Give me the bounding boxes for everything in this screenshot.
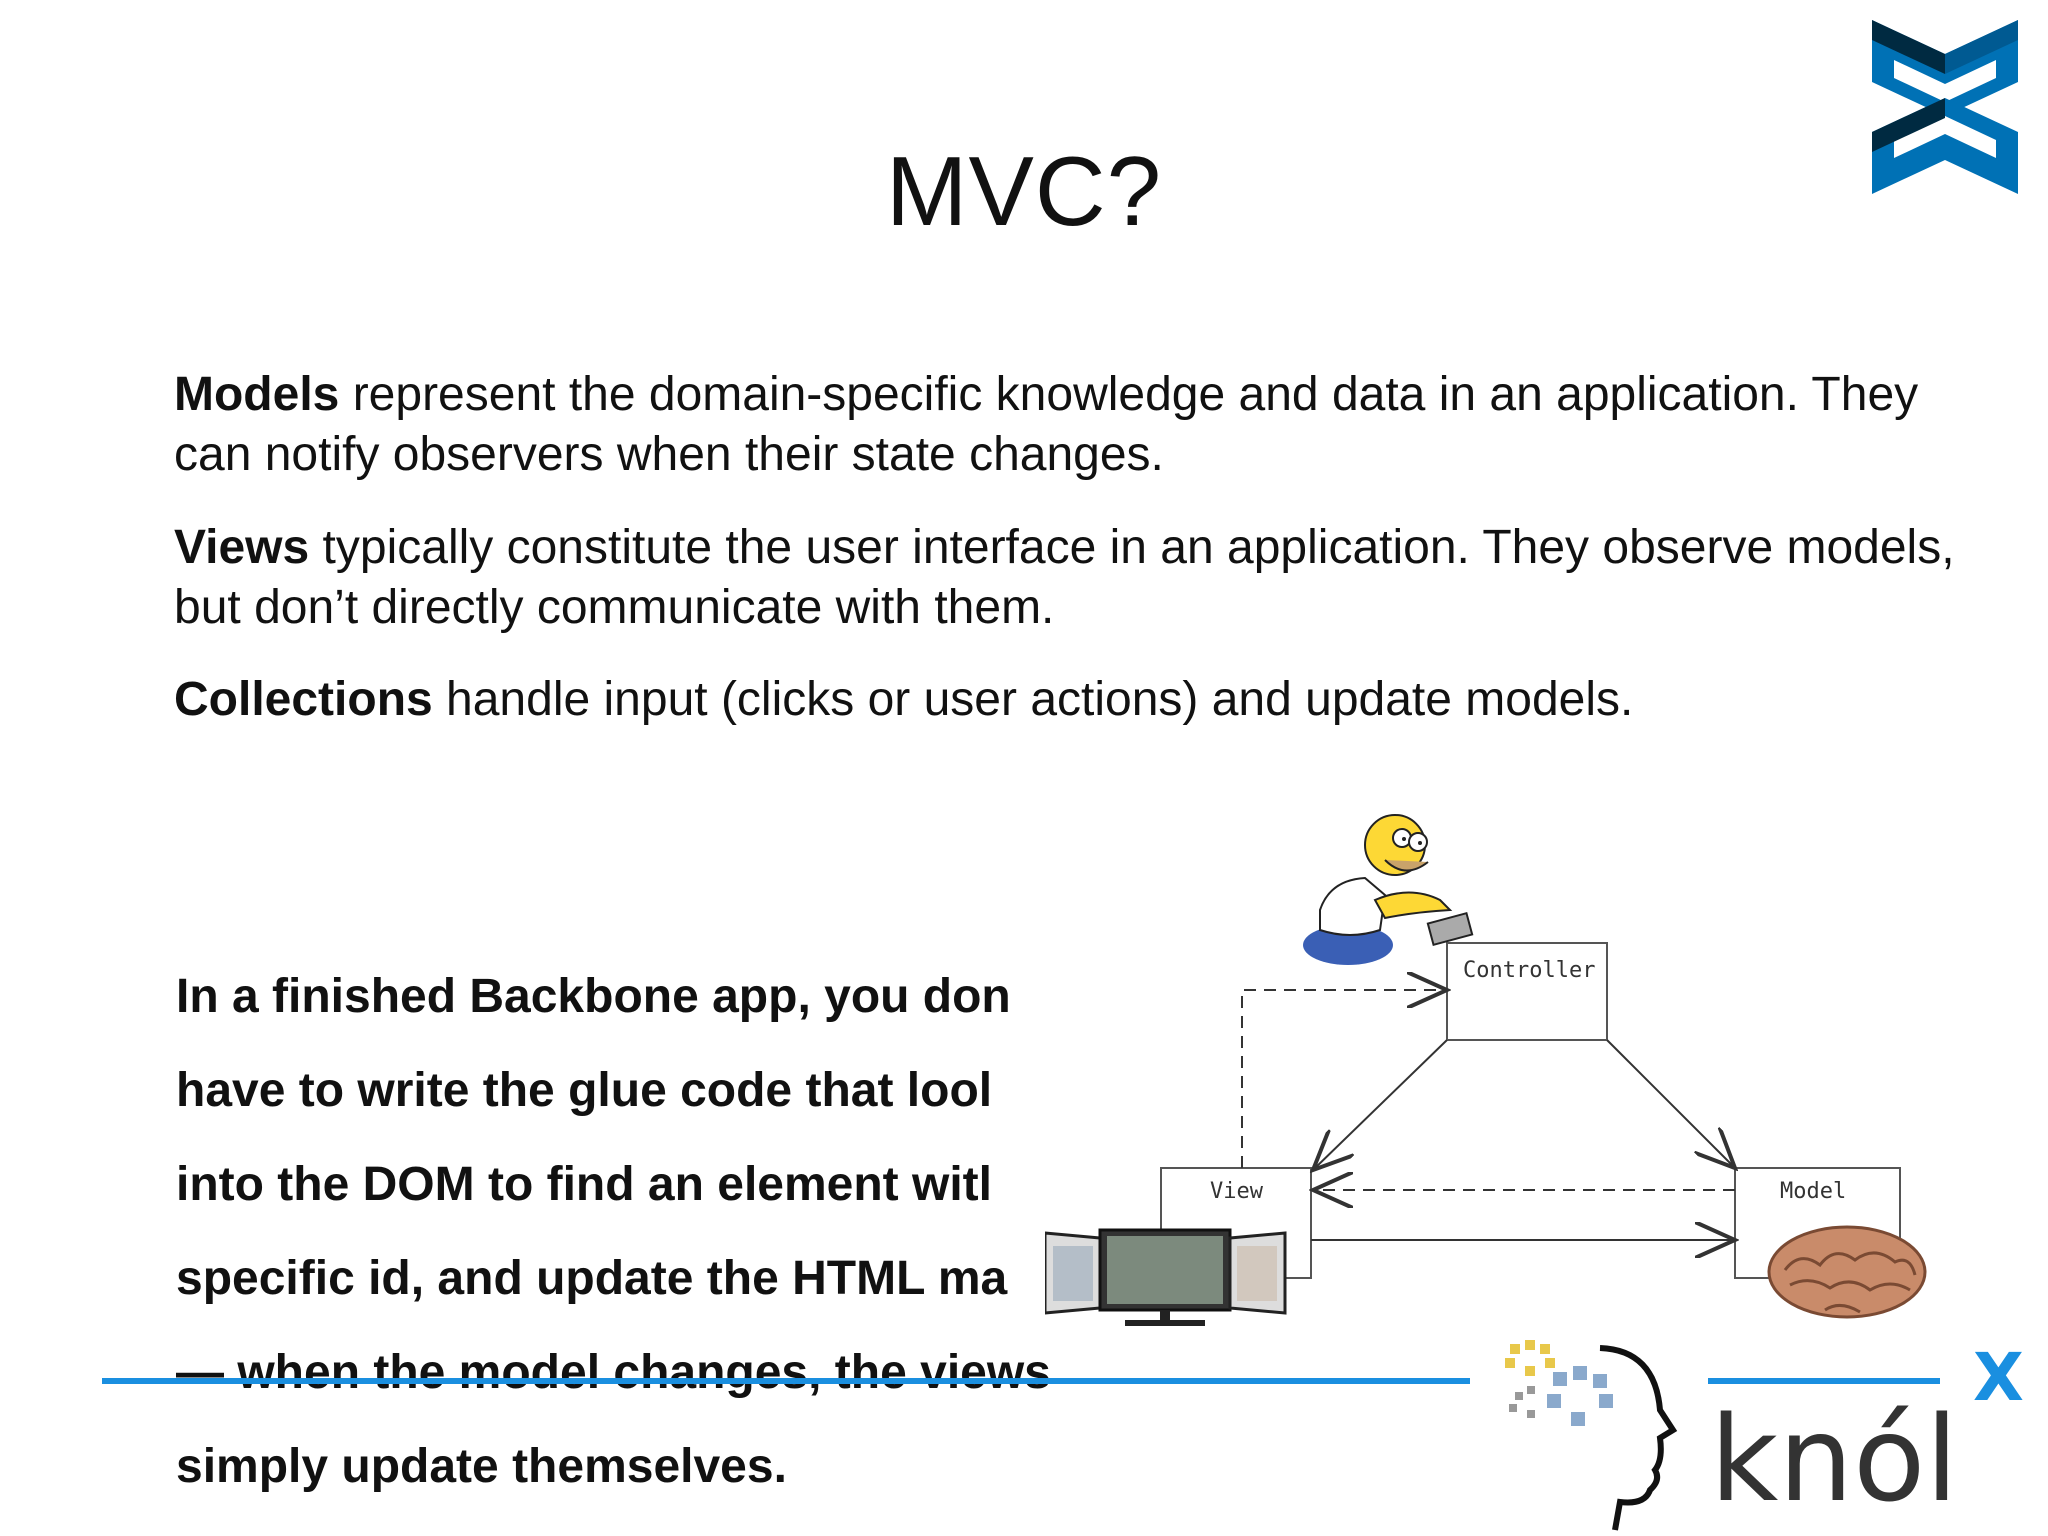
collections-paragraph: Collections handle input (clicks or user…: [174, 670, 1974, 730]
finished-line-6: simply update themselves.: [176, 1440, 787, 1493]
backbone-logo-icon: [1872, 20, 2018, 194]
models-text: represent the domain-specific knowledge …: [174, 368, 1919, 481]
knolx-wordmark: knól: [1710, 1390, 1958, 1528]
finished-line-1: In a finished Backbone app, you don: [176, 970, 1011, 1023]
brain-icon: [1767, 1225, 1927, 1319]
views-term: Views: [174, 521, 310, 574]
finished-line-4: specific id, and update the HTML ma: [176, 1252, 1008, 1305]
controller-to-view-arrow: [1313, 1039, 1448, 1170]
slide-title: MVC?: [885, 136, 1163, 246]
models-paragraph: Models represent the domain-specific kno…: [174, 365, 1974, 485]
views-text: typically constitute the user interface …: [174, 521, 1955, 634]
finished-line-2: have to write the glue code that lool: [176, 1064, 993, 1117]
controller-box: [1446, 942, 1608, 1041]
models-term: Models: [174, 368, 340, 421]
view-label: View: [1210, 1179, 1264, 1204]
views-paragraph: Views typically constitute the user inte…: [174, 518, 1974, 638]
knolx-logo-icon: knól X: [1505, 1339, 2024, 1531]
homer-icon: [1303, 814, 1474, 965]
view-to-controller-dashed: [1241, 990, 1447, 1168]
knolx-superscript: X: [1973, 1339, 2024, 1416]
monitors-icon: [1045, 1228, 1287, 1326]
controller-label: Controller: [1463, 958, 1595, 983]
collections-term: Collections: [174, 673, 433, 726]
finished-line-3: into the DOM to find an element witl: [176, 1158, 992, 1211]
controller-to-model-arrow: [1606, 1039, 1735, 1168]
footer-line-left: [102, 1378, 1470, 1384]
collections-text: handle input (clicks or user actions) an…: [432, 673, 1634, 726]
footer-line-right: [1708, 1378, 1940, 1384]
model-label: Model: [1780, 1179, 1846, 1204]
finished-line-5: — when the model changes, the views: [176, 1346, 1051, 1399]
finished-app-paragraph: In a finished Backbone app, you don have…: [176, 950, 1176, 1514]
